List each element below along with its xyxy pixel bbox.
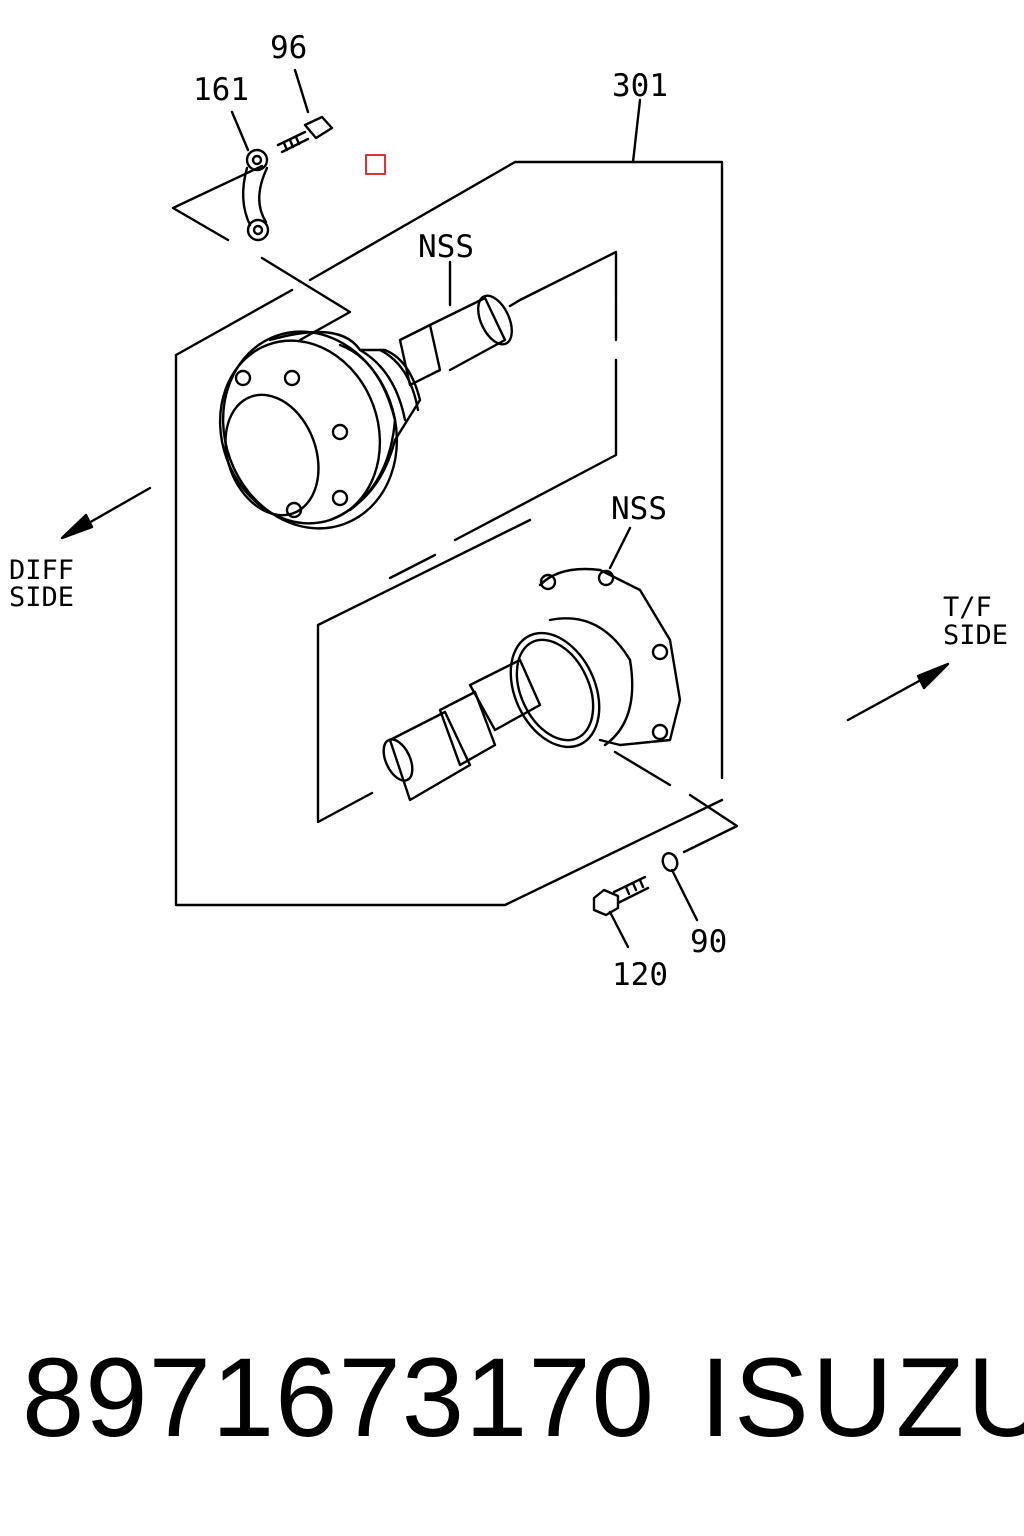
leader-96 — [293, 68, 310, 114]
diff-arrow-head — [60, 513, 94, 540]
bracket-lower — [613, 750, 739, 854]
callout-nss-lower: NSS — [611, 491, 667, 527]
leader-120 — [608, 910, 630, 949]
tf-arrow-head — [916, 662, 950, 690]
diff-side-line2: SIDE — [9, 582, 74, 613]
part-number: 8971673170 — [22, 1335, 655, 1460]
upper-cv-joint — [218, 294, 513, 530]
lower-cv-joint — [382, 567, 682, 802]
tf-side-line1: T/F — [943, 592, 992, 623]
diff-arrow-shaft — [78, 486, 152, 530]
callout-nss-upper: NSS — [418, 229, 474, 265]
lower-inner-panel — [316, 518, 532, 824]
callout-301: 301 — [612, 68, 668, 104]
diff-side-line1: DIFF — [9, 555, 74, 586]
leader-90 — [670, 868, 699, 922]
tf-arrow-shaft — [846, 673, 932, 722]
callout-90: 90 — [690, 924, 727, 960]
clamp-161 — [242, 148, 270, 242]
leader-301 — [631, 98, 642, 164]
tf-side-line2: SIDE — [943, 620, 1008, 651]
callout-96: 96 — [270, 30, 307, 66]
brand-name: ISUZU — [700, 1335, 1024, 1460]
callout-120: 120 — [612, 957, 668, 993]
bolt-96 — [276, 115, 334, 154]
washer-90 — [661, 852, 679, 872]
bracket-upper-top — [171, 164, 352, 342]
bolt-120 — [592, 875, 650, 917]
callout-161: 161 — [193, 72, 249, 108]
red-marker — [365, 154, 386, 175]
exploded-parts-diagram: 96 161 301 NSS NSS 90 120 DIFF SIDE T/F … — [9, 30, 1008, 993]
assembly-frame — [174, 160, 724, 907]
upper-inner-panel — [388, 250, 618, 580]
leader-nss-lower — [608, 526, 632, 570]
leader-161 — [230, 110, 250, 152]
